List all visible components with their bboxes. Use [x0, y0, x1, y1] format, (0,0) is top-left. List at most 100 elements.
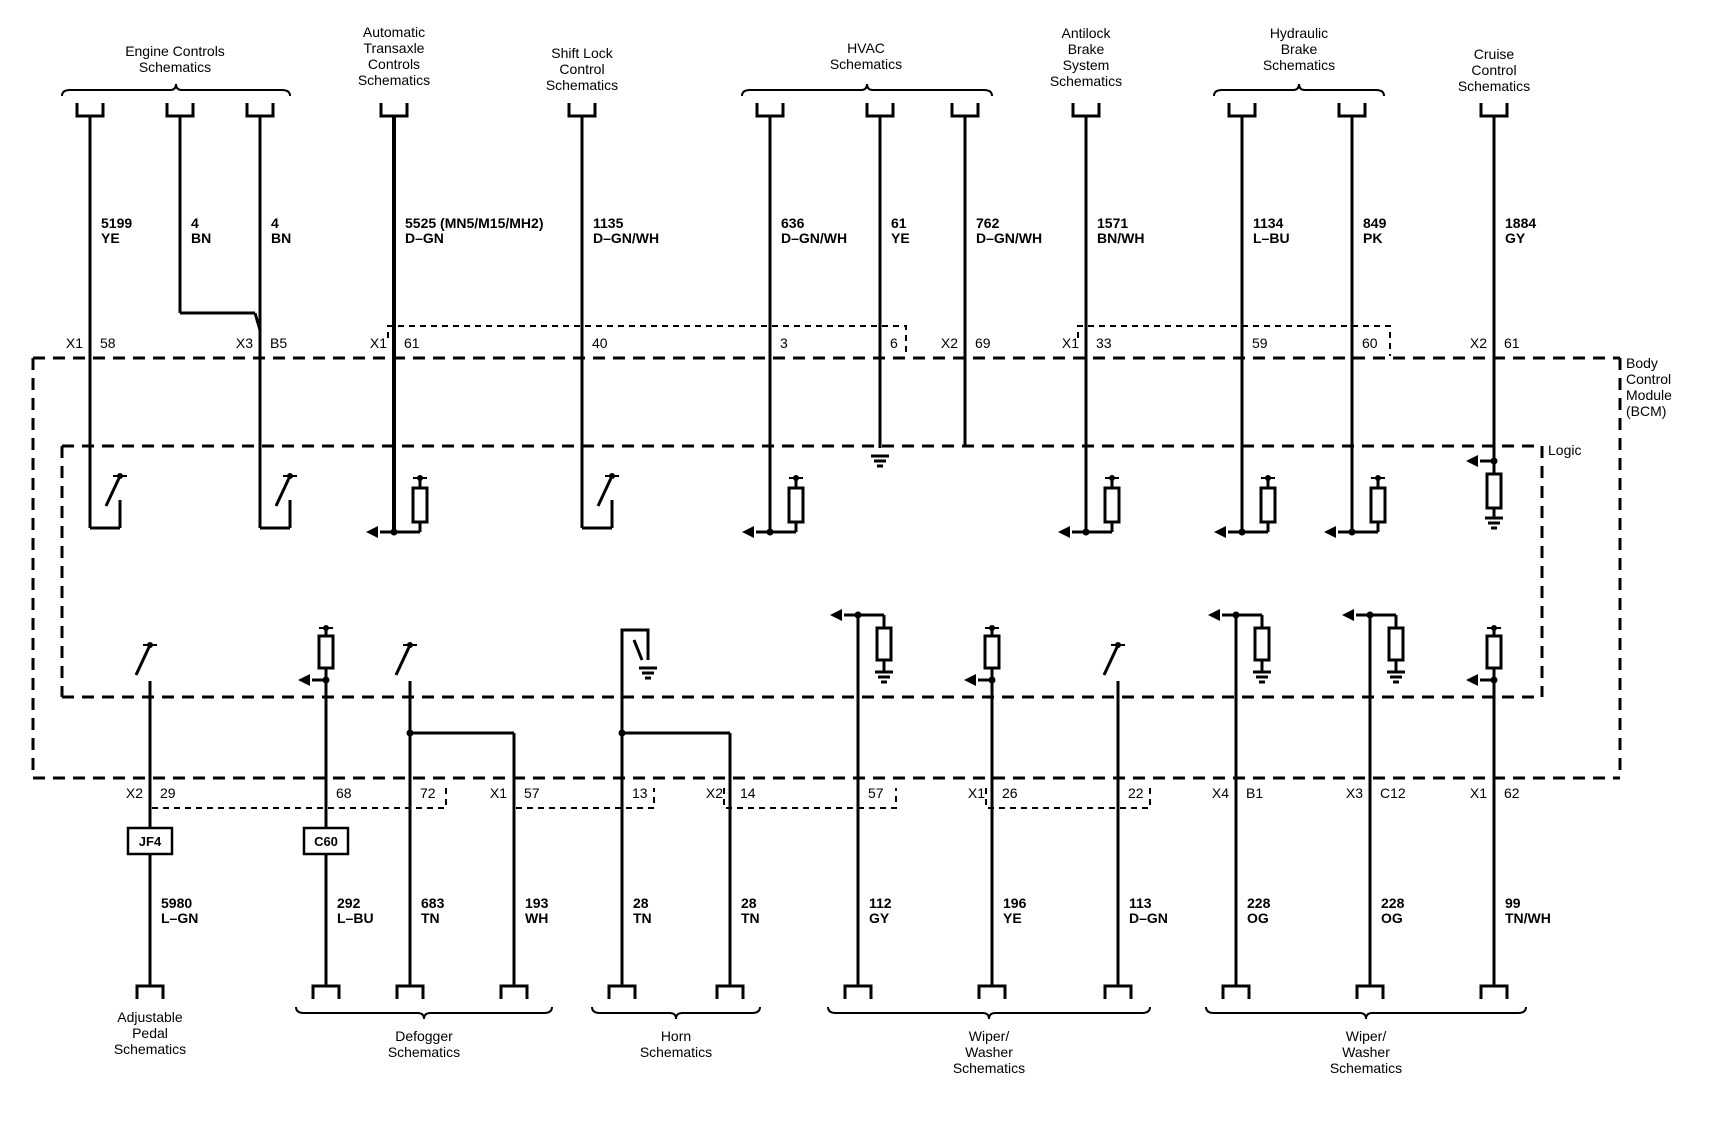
connector-group [1077, 325, 1391, 356]
pin-number: 59 [1252, 335, 1268, 351]
top-terminal [865, 103, 895, 118]
logic-label: Logic [1548, 442, 1581, 458]
switch-icon [394, 644, 412, 676]
top-terminal [75, 103, 105, 118]
group-bracket [1213, 83, 1385, 97]
inline-connector-label: C60 [314, 834, 338, 849]
wire-color: YE [1003, 910, 1022, 926]
wire-color: OG [1381, 910, 1403, 926]
connector-id: X1 [1470, 785, 1487, 801]
arrow-icon [298, 674, 310, 686]
pin-number: 69 [975, 335, 991, 351]
wire-color: WH [525, 910, 548, 926]
wire-color: D–GN [1129, 910, 1168, 926]
group-title: Schematics [953, 1060, 1025, 1076]
circuit-number: 4 [191, 215, 199, 231]
pin-number: 57 [524, 785, 540, 801]
arrow-icon [366, 526, 378, 538]
circuit-number: 1884 [1505, 215, 1536, 231]
wire-color: L–GN [161, 910, 198, 926]
group-title: Wiper/ [1346, 1028, 1387, 1044]
circuit-number: 228 [1381, 895, 1405, 911]
top-terminal [950, 103, 980, 118]
connector-id: X2 [1470, 335, 1487, 351]
group-title: Engine Controls [125, 43, 225, 59]
wire-color: L–BU [1253, 230, 1290, 246]
pin-number: 26 [1002, 785, 1018, 801]
circuit-number: 292 [337, 895, 361, 911]
group-title: Schematics [114, 1041, 186, 1057]
group-title: Controls [368, 56, 420, 72]
pin-number: 40 [592, 335, 608, 351]
wire-color: OG [1247, 910, 1269, 926]
pin-number: 61 [404, 335, 420, 351]
pin-number: C12 [1380, 785, 1406, 801]
wire [632, 639, 644, 661]
bottom-terminal [1355, 984, 1385, 999]
group-title: Horn [661, 1028, 691, 1044]
group-title: Shift Lock [551, 45, 613, 61]
switch-icon [274, 475, 292, 507]
arrow-icon [964, 674, 976, 686]
group-title: Schematics [1330, 1060, 1402, 1076]
wire-color: TN/WH [1505, 910, 1551, 926]
pin-number: 62 [1504, 785, 1520, 801]
group-title: Washer [1342, 1044, 1390, 1060]
wire-color: D–GN/WH [593, 230, 659, 246]
connector-id: X4 [1212, 785, 1229, 801]
circuit-number: 28 [633, 895, 649, 911]
arrow-icon [1214, 526, 1226, 538]
pin-number: 6 [890, 335, 898, 351]
group-title: Automatic [363, 24, 425, 40]
group-title: Antilock [1061, 25, 1111, 41]
circuit-number: 5199 [101, 215, 132, 231]
group-title: Hydraulic [1270, 25, 1328, 41]
pin-number: 13 [632, 785, 648, 801]
group-title: Cruise [1474, 46, 1515, 62]
top-terminal [755, 103, 785, 118]
wire-color: GY [869, 910, 890, 926]
top-terminal [1479, 103, 1509, 118]
connector-id: X1 [490, 785, 507, 801]
wire-color: PK [1363, 230, 1382, 246]
circuit-number: 196 [1003, 895, 1027, 911]
bottom-terminal [395, 984, 425, 999]
group-title: Pedal [132, 1025, 168, 1041]
connector-group [723, 788, 897, 809]
arrow-icon [830, 609, 842, 621]
group-title: Control [1471, 62, 1516, 78]
connector-id: X1 [370, 335, 387, 351]
circuit-number: 636 [781, 215, 805, 231]
top-terminal [1337, 103, 1367, 118]
top-terminal [1227, 103, 1257, 118]
circuit-number: 28 [741, 895, 757, 911]
arrow-icon [1058, 526, 1070, 538]
connector-id: X3 [236, 335, 253, 351]
switch-icon [1102, 644, 1120, 676]
splice-dot [390, 528, 398, 536]
pin-number: B5 [270, 335, 287, 351]
pin-number: 72 [420, 785, 436, 801]
group-title: Wiper/ [969, 1028, 1010, 1044]
connector-id: X1 [66, 335, 83, 351]
resistor-icon [1485, 634, 1503, 670]
module-name: Control [1626, 371, 1671, 387]
pin-number: 14 [740, 785, 756, 801]
switch-icon [104, 475, 122, 507]
wire-color: GY [1505, 230, 1526, 246]
connector-id: X3 [1346, 785, 1363, 801]
wire-color: TN [741, 910, 760, 926]
top-terminal [567, 103, 597, 118]
wire-color: D–GN/WH [976, 230, 1042, 246]
group-title: Schematics [640, 1044, 712, 1060]
resistor-icon [1387, 626, 1405, 662]
group-bracket [827, 1006, 1151, 1020]
circuit-number: 5980 [161, 895, 192, 911]
pin-number: 57 [868, 785, 884, 801]
splice-dot [406, 729, 414, 737]
resistor-icon [1103, 486, 1121, 524]
arrow-icon [1324, 526, 1336, 538]
group-bracket [61, 83, 291, 97]
resistor-icon [1369, 486, 1387, 524]
